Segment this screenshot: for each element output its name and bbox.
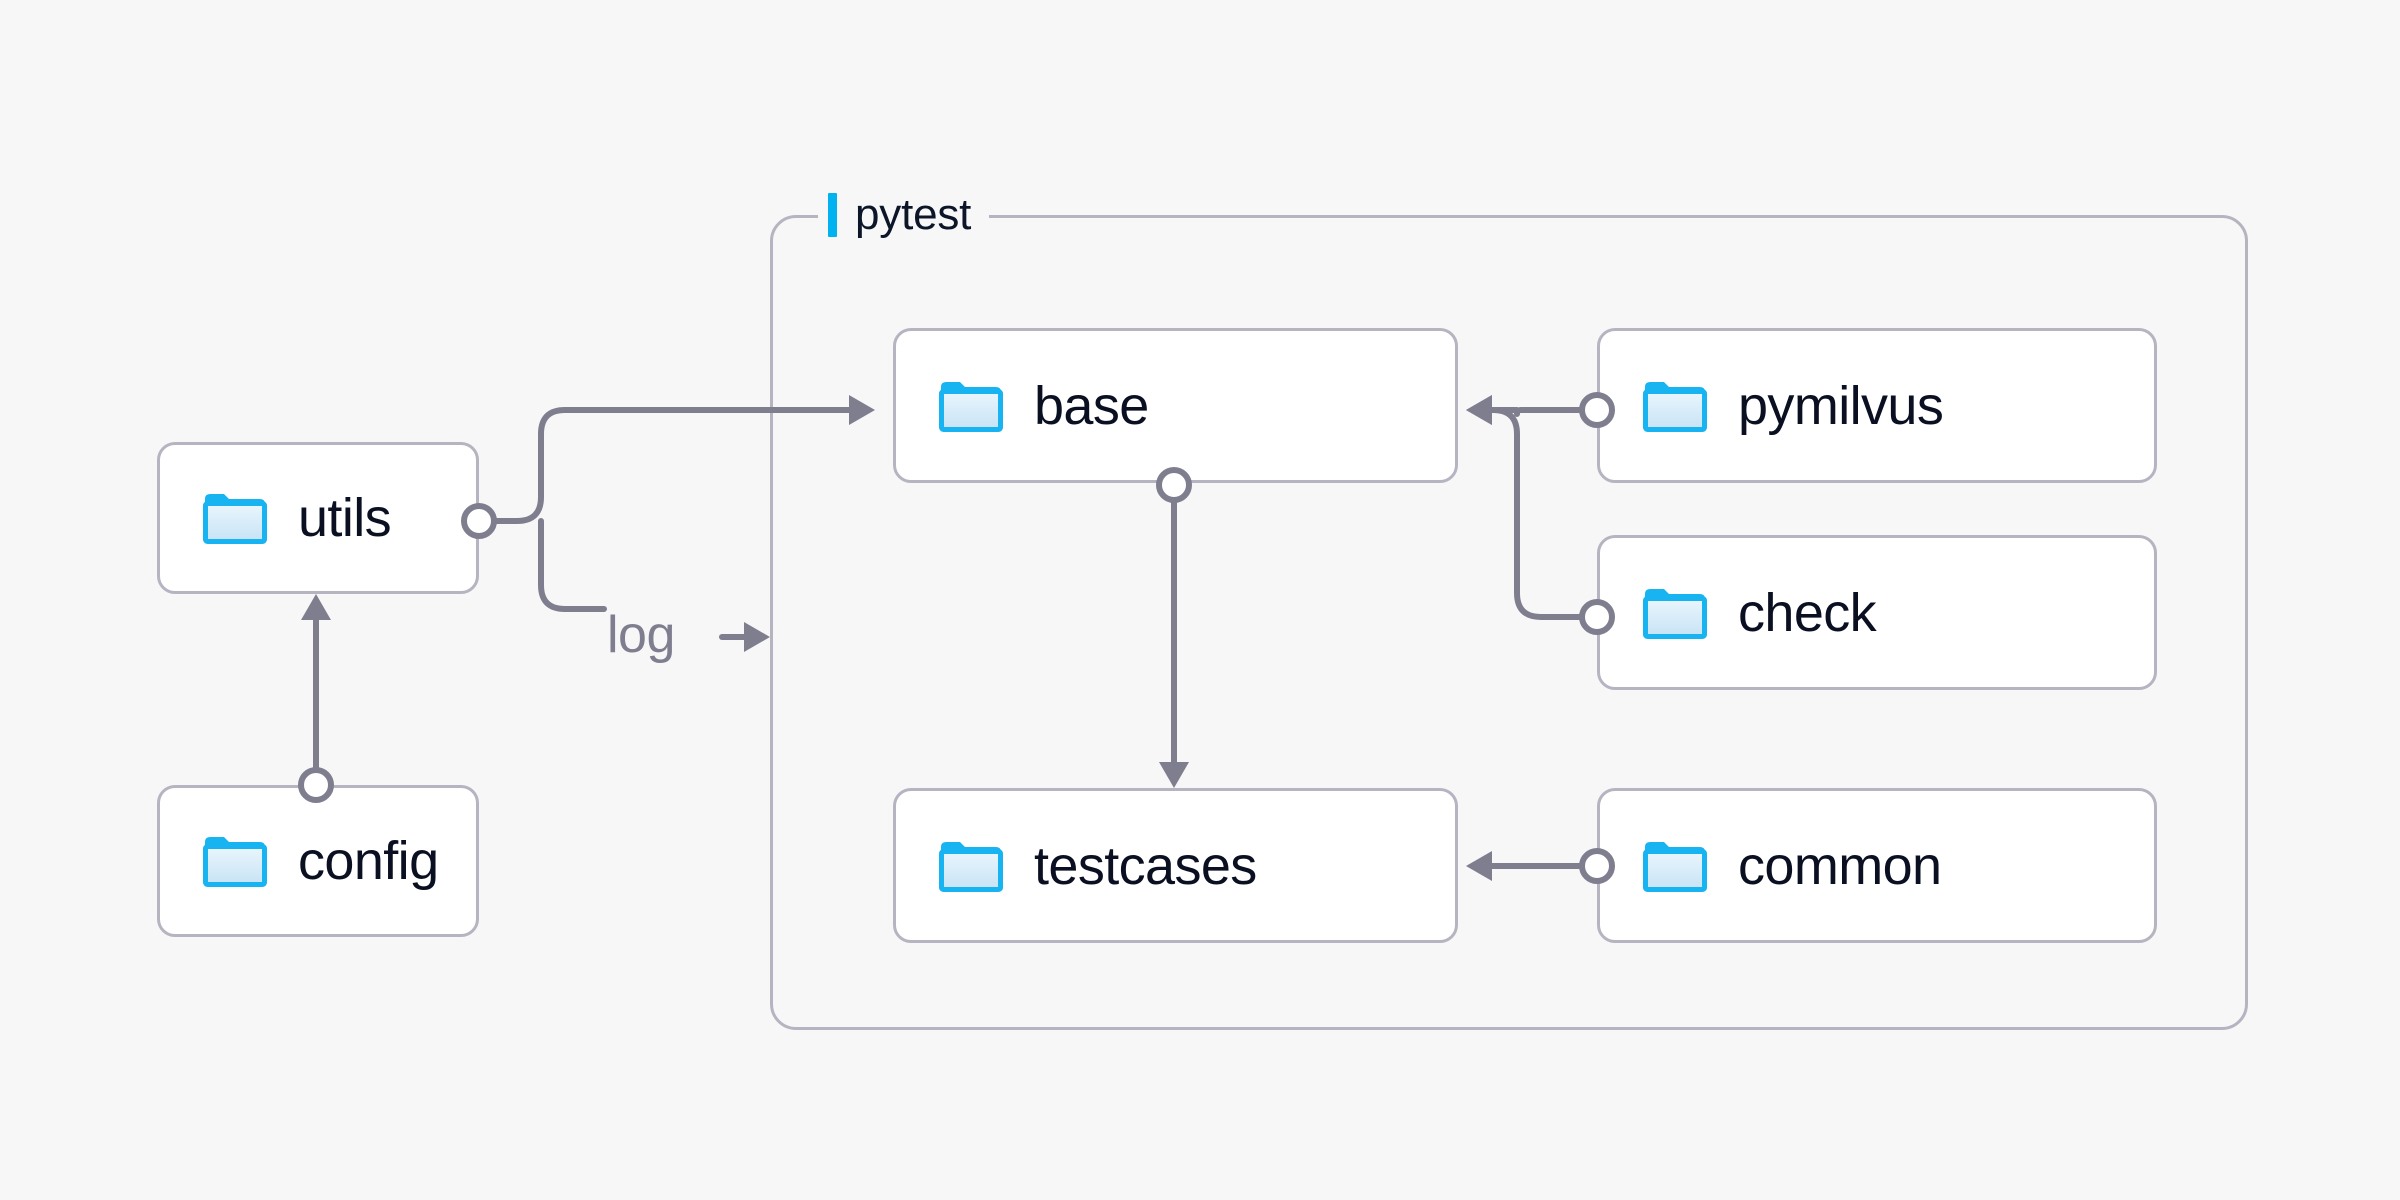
edge-label-utils-to-log: log	[607, 606, 675, 664]
node-utils[interactable]: utils	[157, 442, 479, 594]
node-label-pymilvus: pymilvus	[1738, 375, 1944, 436]
folder-icon	[939, 381, 1003, 432]
node-pymilvus[interactable]: pymilvus	[1597, 328, 2157, 483]
node-content-utils: utils	[160, 488, 392, 548]
node-label-base: base	[1034, 375, 1149, 436]
node-content-common: common	[1600, 835, 1942, 896]
node-check[interactable]: check	[1597, 535, 2157, 690]
group-label-text: pytest	[855, 190, 972, 239]
node-common[interactable]: common	[1597, 788, 2157, 943]
node-testcases[interactable]: testcases	[893, 788, 1458, 943]
folder-icon	[1643, 588, 1707, 639]
group-container-pytest[interactable]	[770, 215, 2248, 1030]
folder-icon	[1643, 381, 1707, 432]
group-accent-bar	[828, 193, 837, 237]
node-label-check: check	[1738, 582, 1877, 643]
node-content-config: config	[160, 833, 439, 889]
node-label-testcases: testcases	[1034, 835, 1257, 896]
edge-arrowhead-utils-to-log	[744, 622, 770, 652]
edge-arrowhead-config-to-utils	[301, 594, 331, 620]
node-config[interactable]: config	[157, 785, 479, 937]
folder-icon	[203, 837, 267, 887]
node-content-pymilvus: pymilvus	[1600, 375, 1944, 436]
node-content-check: check	[1600, 582, 1877, 643]
node-label-common: common	[1738, 835, 1942, 896]
group-label-pytest: pytest	[818, 187, 990, 243]
folder-icon	[1643, 841, 1707, 892]
edge-utils-to-log[interactable]	[538, 518, 607, 612]
node-content-testcases: testcases	[896, 838, 1257, 894]
node-base[interactable]: base	[893, 328, 1458, 483]
node-label-utils: utils	[298, 488, 392, 548]
folder-icon	[939, 841, 1003, 892]
node-label-config: config	[298, 831, 439, 891]
folder-icon	[203, 494, 267, 544]
node-content-base: base	[896, 378, 1149, 434]
